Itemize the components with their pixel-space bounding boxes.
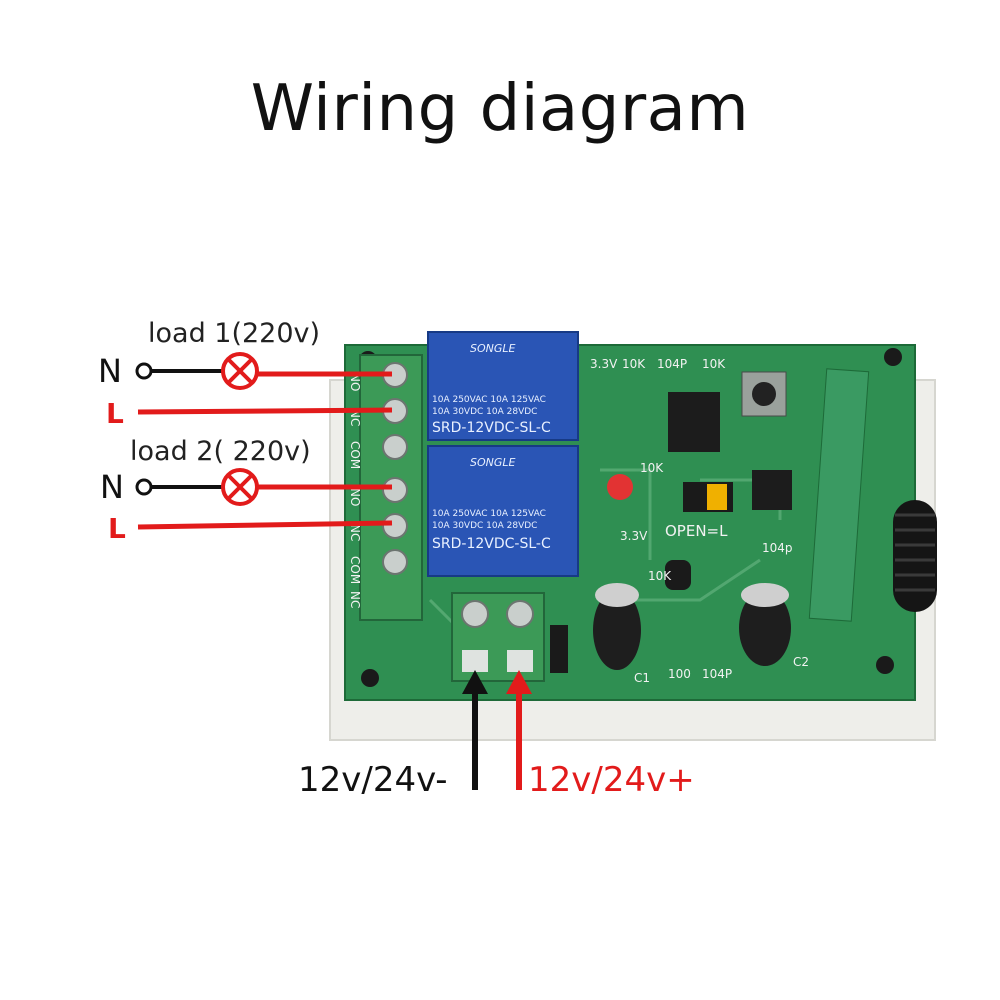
power-terminal-screw-neg <box>461 600 489 628</box>
load-2-live-label: L <box>108 512 126 545</box>
terminal-labels: NO NC COM NO NC COM NC <box>348 373 362 608</box>
load-2-neutral-label: N <box>100 468 124 506</box>
terminal-label: NC <box>348 524 362 541</box>
relay-rating-1: 10A 250VAC 10A 125VAC <box>432 395 546 405</box>
pcb-label: 3.3V <box>590 357 618 371</box>
relay-rating-2: 10A 30VDC 10A 28VDC <box>432 521 537 531</box>
load-2-live-wire <box>137 520 393 530</box>
pcb-label: 10K <box>648 569 672 583</box>
pcb-label: OPEN=L <box>665 522 728 540</box>
terminal-label: NC <box>348 409 362 426</box>
pcb-label: 3.3V <box>620 529 648 543</box>
relay-brand: SONGLE <box>470 456 516 469</box>
antenna-coil <box>893 500 937 612</box>
power-terminal-slot-neg <box>462 650 488 672</box>
relay-rating-2: 10A 30VDC 10A 28VDC <box>432 407 537 417</box>
terminal-label: COM <box>348 441 362 469</box>
pcb-silkscreen: 10K 104P 10K 3.3V 10K OPEN=L 104p 100 10… <box>590 357 809 685</box>
power-terminal-screw-pos <box>506 600 534 628</box>
terminal-label: NO <box>348 373 362 391</box>
pcb-label: 100 <box>668 667 691 681</box>
relay-rating-1: 10A 250VAC 10A 125VAC <box>432 509 546 519</box>
capacitor-c2 <box>739 590 791 666</box>
load-2-neutral-wire <box>135 478 222 496</box>
load-1-neutral-wire <box>135 362 222 380</box>
ic-chip-1 <box>668 392 720 452</box>
load-1-live-wire <box>137 407 393 415</box>
capacitor-c2-top <box>741 583 789 607</box>
led-red <box>607 474 633 500</box>
diode <box>550 625 568 673</box>
diagram-title: Wiring diagram <box>250 72 750 146</box>
relay-brand: SONGLE <box>470 342 516 355</box>
power-positive-label: 12v/24v+ <box>528 760 695 800</box>
relay-model: SRD-12VDC-SL-C <box>432 420 551 436</box>
load-2-label: load 2( 220v) <box>130 436 311 467</box>
antenna-windings <box>895 513 935 592</box>
load-1-label: load 1(220v) <box>148 318 321 349</box>
terminal-screws <box>382 362 408 575</box>
capacitor-c1 <box>593 590 641 670</box>
relay-model: SRD-12VDC-SL-C <box>432 536 551 552</box>
rf-module <box>808 368 870 622</box>
terminal-label: NO <box>348 488 362 506</box>
load-1-lamp-icon <box>221 352 259 390</box>
pcb-label: 104P <box>702 667 732 681</box>
capacitor-c1-top <box>595 583 639 607</box>
jumper-cap <box>707 484 727 510</box>
power-terminal-slot-pos <box>507 650 533 672</box>
terminal-label: NC <box>348 591 362 608</box>
pcb-label: 10K <box>622 357 646 371</box>
power-negative-arrow <box>462 670 488 790</box>
pcb-label: C1 <box>634 671 650 685</box>
relay-2: SONGLE 10A 250VAC 10A 125VAC 10A 30VDC 1… <box>427 445 579 577</box>
power-negative-label: 12v/24v- <box>298 760 448 800</box>
transistor <box>665 560 691 590</box>
terminal-label: COM <box>348 556 362 584</box>
load-1-neutral-label: N <box>98 352 122 390</box>
pcb-label: 104P <box>657 357 687 371</box>
ic-chip-2 <box>752 470 792 510</box>
load-2-lamp-icon <box>221 468 259 506</box>
load-1-live-label: L <box>106 397 124 430</box>
pcb-label: 10K <box>640 461 664 475</box>
power-positive-arrow <box>506 670 532 790</box>
relay-1: SONGLE 10A 250VAC 10A 125VAC 10A 30VDC 1… <box>427 331 579 441</box>
pcb-label: 10K <box>702 357 726 371</box>
push-button-cap <box>752 382 776 406</box>
pcb-label: 104p <box>762 541 793 555</box>
pcb-label: C2 <box>793 655 809 669</box>
